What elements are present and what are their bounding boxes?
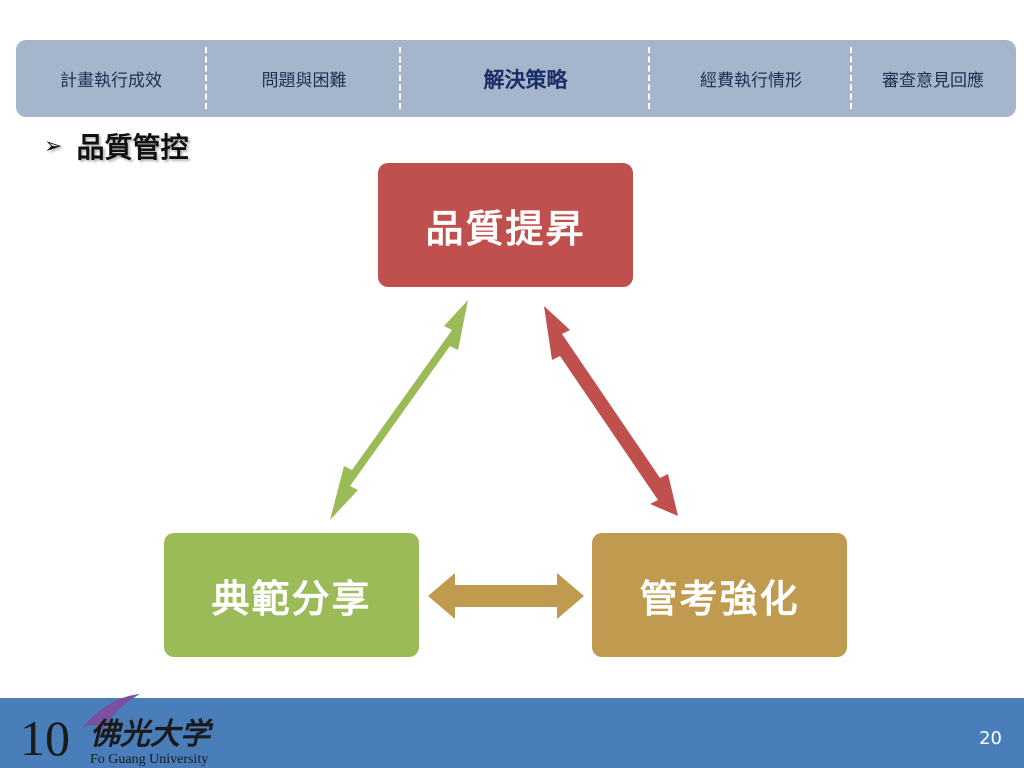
arrow-bullet-icon: ➢ <box>44 133 63 159</box>
box-quality-improvement: 品質提昇 <box>378 163 633 287</box>
box-evaluation-strengthening: 管考強化 <box>592 533 847 657</box>
double-arrow-right <box>544 306 678 516</box>
logo-swoosh-icon <box>82 694 140 730</box>
logo-chinese-name: 佛光大学 <box>90 717 214 752</box>
box-model-sharing: 典範分享 <box>164 533 419 657</box>
box-quality-improvement-label: 品質提昇 <box>425 206 586 251</box>
section-title-text: 品質管控 <box>76 131 189 164</box>
double-arrow-bottom <box>428 573 584 619</box>
logo-english-name: Fo Guang University <box>90 752 208 767</box>
tab-divider <box>648 47 650 109</box>
logo-number: 10 <box>20 710 70 766</box>
tab-review-response[interactable]: 審查意見回應 <box>882 71 984 91</box>
tab-plan-results[interactable]: 計畫執行成效 <box>60 71 162 91</box>
university-logo: 10 佛光大学 Fo Guang University <box>20 694 214 767</box>
double-arrow-left <box>330 300 468 520</box>
box-evaluation-strengthening-label: 管考強化 <box>639 576 800 621</box>
section-title: ➢ 品質管控 <box>44 126 188 166</box>
box-model-sharing-label: 典範分享 <box>211 576 372 621</box>
tab-divider <box>399 47 401 109</box>
tab-divider <box>205 47 207 109</box>
tab-divider <box>850 47 852 109</box>
top-navigation: 計畫執行成效 問題與困難 解決策略 經費執行情形 審查意見回應 <box>16 40 1016 117</box>
tab-solutions[interactable]: 解決策略 <box>483 67 568 92</box>
footer-bar <box>0 698 1024 768</box>
page-number: 20 <box>979 728 1002 749</box>
tab-problems[interactable]: 問題與困難 <box>261 71 347 91</box>
tab-budget[interactable]: 經費執行情形 <box>700 71 802 91</box>
